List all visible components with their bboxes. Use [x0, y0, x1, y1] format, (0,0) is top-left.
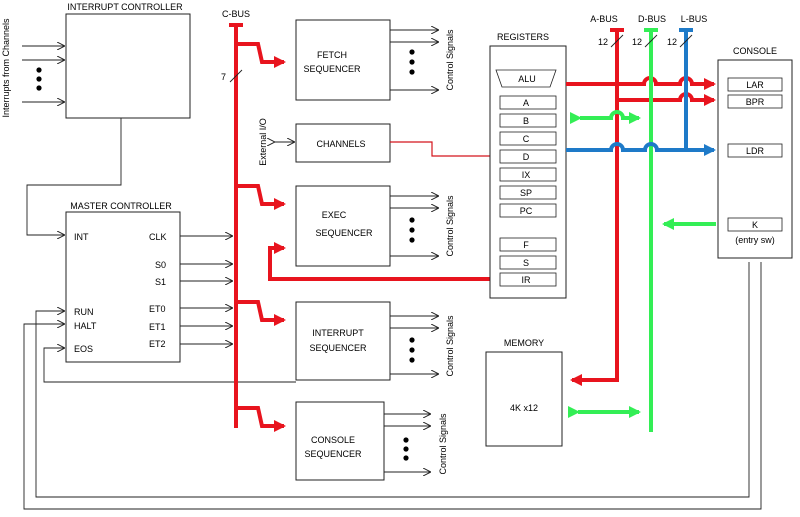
exec-sequencer: EXEC SEQUENCER Control Signals	[295, 185, 455, 267]
k-label: K	[752, 220, 758, 230]
fetch-control-signals-label: Control Signals	[445, 29, 455, 91]
master-controller: MASTER CONTROLLER INT CLK S0 S1 RUN HALT…	[65, 201, 181, 363]
register-a-label: A	[523, 98, 529, 108]
memory-label: MEMORY	[504, 338, 544, 348]
register-ix-label: IX	[522, 170, 531, 180]
interrupt-control-signals-label: Control Signals	[445, 315, 455, 377]
registers: REGISTERS ALU A B C D IX SP PC F S IR	[489, 32, 567, 299]
et0-signal-label: ET0	[149, 304, 166, 314]
register-c-label: C	[523, 134, 530, 144]
channels: CHANNELS External I/O	[258, 118, 391, 166]
halt-signal-label: HALT	[74, 321, 97, 331]
external-io-label: External I/O	[258, 118, 268, 166]
register-f-label: F	[523, 240, 529, 250]
memory: MEMORY 4K x12	[485, 338, 563, 447]
console-sequencer-label-2: SEQUENCER	[304, 449, 362, 459]
console-label: CONSOLE	[733, 46, 777, 56]
a-bus-width-label: 12	[598, 37, 608, 47]
alu-label: ALU	[518, 74, 536, 84]
console-control-signals-label: Control Signals	[438, 413, 448, 475]
register-d-label: D	[523, 152, 530, 162]
d-bus-width-label: 12	[632, 37, 642, 47]
interrupt-sequencer-label-2: SEQUENCER	[309, 343, 367, 353]
exec-sequencer-label-2: SEQUENCER	[315, 228, 373, 238]
registers-label: REGISTERS	[497, 32, 549, 42]
fetch-sequencer-label-1: FETCH	[317, 50, 347, 60]
master-controller-label: MASTER CONTROLLER	[70, 201, 172, 211]
register-sp-label: SP	[520, 188, 532, 198]
register-ir-label: IR	[522, 275, 532, 285]
run-signal-label: RUN	[74, 307, 94, 317]
et2-signal-label: ET2	[149, 339, 166, 349]
l-bus-width-label: 12	[667, 37, 677, 47]
s1-signal-label: S1	[155, 277, 166, 287]
bpr-label: BPR	[746, 97, 765, 107]
console: CONSOLE LAR BPR LDR K (entry sw)	[717, 46, 793, 259]
lar-label: LAR	[746, 80, 764, 90]
console-sequencer-label-1: CONSOLE	[311, 435, 355, 445]
fetch-sequencer: FETCH SEQUENCER Control Signals	[295, 19, 455, 101]
fetch-sequencer-label-2: SEQUENCER	[303, 64, 361, 74]
console-sequencer: CONSOLE SEQUENCER Control Signals	[295, 401, 448, 481]
interrupt-controller: INTERRUPT CONTROLLER Interrupts from Cha…	[1, 2, 191, 119]
register-b-label: B	[523, 116, 529, 126]
int-signal-label: INT	[74, 232, 89, 242]
exec-sequencer-label-1: EXEC	[322, 210, 347, 220]
interrupt-controller-label: INTERRUPT CONTROLLER	[67, 2, 183, 12]
exec-control-signals-label: Control Signals	[445, 195, 455, 257]
register-s-label: S	[523, 258, 529, 268]
c-bus: C-BUS 7	[221, 9, 286, 432]
memory-size-label: 4K x12	[510, 403, 538, 413]
interrupt-sequencer-label-1: INTERRUPT	[312, 328, 364, 338]
alu-shape	[495, 69, 557, 88]
clk-signal-label: CLK	[149, 232, 167, 242]
a-bus-label: A-BUS	[590, 14, 618, 24]
l-bus-label: L-BUS	[681, 14, 708, 24]
interrupts-from-channels-label: Interrupts from Channels	[1, 18, 11, 118]
d-bus: D-BUS 12	[568, 14, 716, 432]
channels-label: CHANNELS	[316, 139, 365, 149]
entry-sw-label: (entry sw)	[735, 235, 775, 245]
c-bus-label: C-BUS	[222, 9, 250, 19]
et1-signal-label: ET1	[149, 322, 166, 332]
ldr-label: LDR	[746, 146, 765, 156]
l-bus: L-BUS 12	[566, 14, 716, 156]
register-pc-label: PC	[520, 206, 533, 216]
interrupt-sequencer: INTERRUPT SEQUENCER Control Signals	[295, 301, 455, 381]
d-bus-label: D-BUS	[638, 14, 666, 24]
c-bus-width-label: 7	[221, 72, 226, 82]
s0-signal-label: S0	[155, 260, 166, 270]
eos-signal-label: EOS	[74, 344, 93, 354]
a-bus: A-BUS 12	[566, 14, 716, 386]
